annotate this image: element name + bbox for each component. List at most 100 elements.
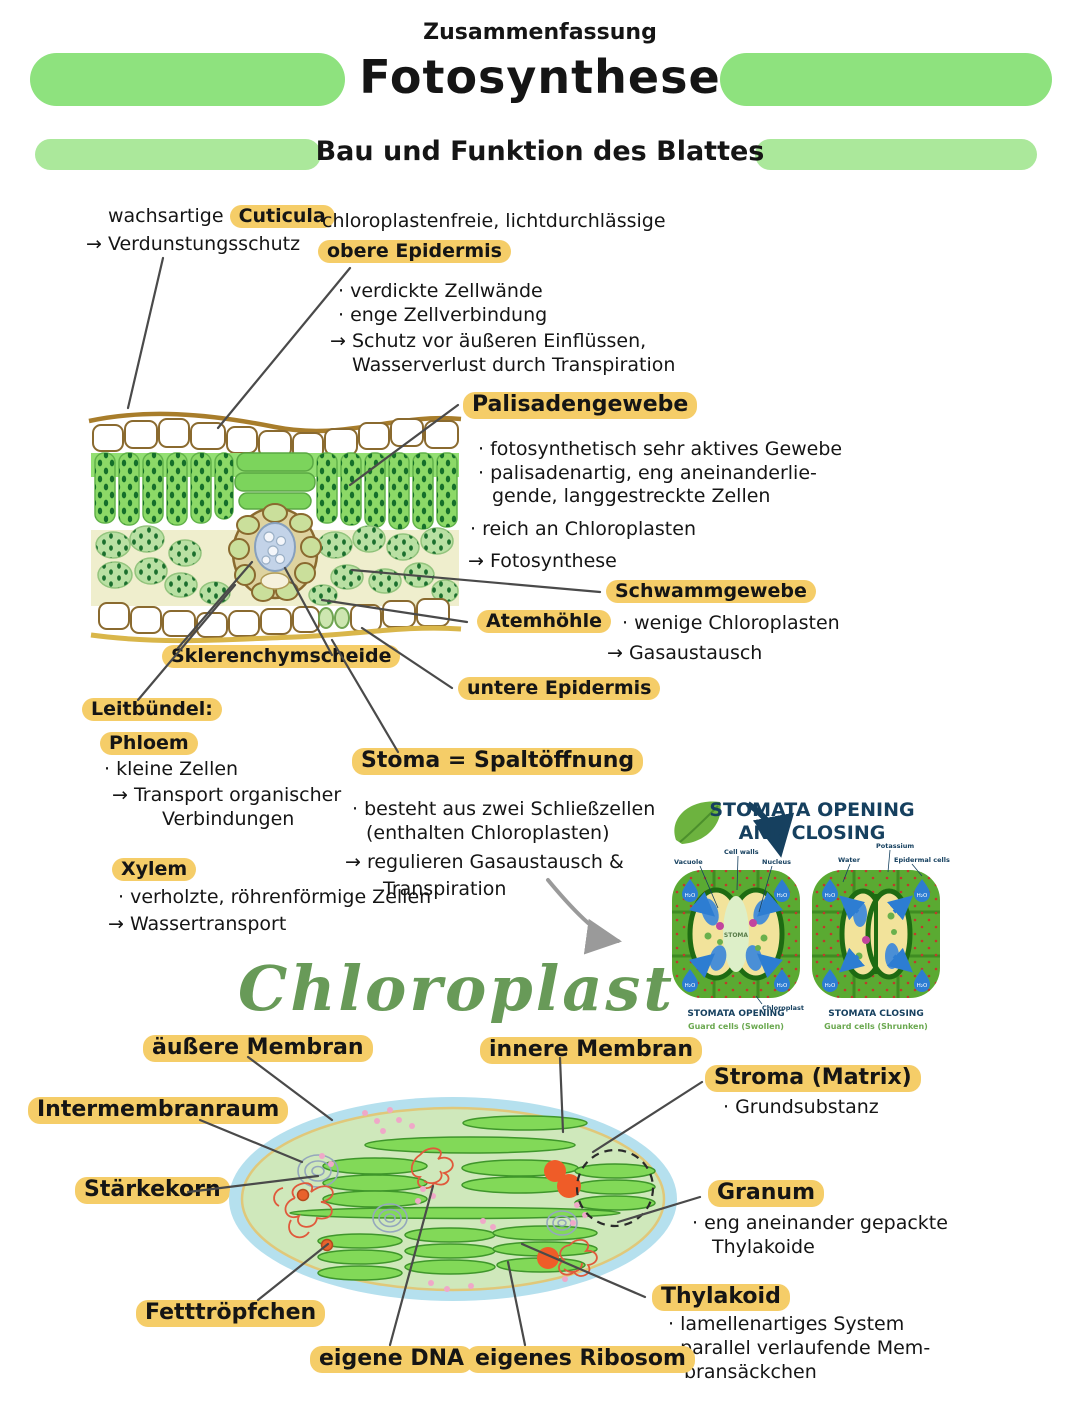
section-title: Bau und Funktion des Blattes bbox=[315, 136, 765, 167]
page-kicker: Zusammenfassung bbox=[423, 20, 657, 45]
fetttroepfchen-wrap: Fetttröpfchen bbox=[136, 1300, 326, 1327]
obere-epidermis-label: obere Epidermis bbox=[318, 240, 511, 264]
stomata-open-cell: STOMA H₂O H₂O H₂O H₂O bbox=[672, 870, 800, 998]
granum-b2: Thylakoide bbox=[712, 1236, 815, 1258]
svg-text:H₂O: H₂O bbox=[825, 983, 836, 989]
schwamm-a1: → Gasaustausch bbox=[607, 642, 763, 664]
atemhoehle-label-wrap: Atemhöhle bbox=[477, 610, 611, 634]
granum-wrap: Granum bbox=[708, 1180, 825, 1207]
stroma-label-wrap: Stroma (Matrix) bbox=[705, 1065, 921, 1092]
nucleus-label: Nucleus bbox=[762, 858, 791, 866]
sklerenchymscheide-label: Sklerenchymscheide bbox=[162, 645, 401, 669]
potassium-label: Potassium bbox=[876, 842, 914, 850]
phloem-label-wrap: Phloem bbox=[100, 732, 198, 756]
staerkekorn-label: Stärkekorn bbox=[75, 1177, 230, 1204]
decor-pill-right bbox=[720, 53, 1052, 106]
caption-close-title: STOMATA CLOSING bbox=[828, 1009, 923, 1019]
xylem-a1: → Wassertransport bbox=[108, 913, 287, 935]
svg-text:H₂O: H₂O bbox=[685, 983, 696, 989]
innere-membran-wrap: innere Membran bbox=[480, 1037, 703, 1064]
thylakoid-label: Thylakoid bbox=[652, 1284, 790, 1311]
svg-text:H₂O: H₂O bbox=[917, 893, 928, 899]
stoma-label-wrap: Stoma = Spaltöffnung bbox=[352, 748, 644, 775]
atemhoehle-label: Atemhöhle bbox=[477, 610, 611, 634]
eigene-dna-wrap: eigene DNA bbox=[310, 1346, 474, 1373]
stomata-figure: STOMATA OPENING AND CLOSING STOMA H₂O H₂… bbox=[672, 799, 950, 1031]
svg-text:H₂O: H₂O bbox=[777, 983, 788, 989]
lipid-droplet-1 bbox=[296, 1188, 310, 1202]
obere-epidermis-b2: · enge Zellverbindung bbox=[338, 304, 548, 326]
lipid-droplet-2 bbox=[320, 1238, 334, 1252]
water-label: Water bbox=[838, 856, 861, 864]
aeussere-membran-wrap: äußere Membran bbox=[143, 1035, 373, 1062]
obere-epidermis-label-wrap: obere Epidermis bbox=[318, 240, 511, 264]
phloem-a1: → Transport organischer bbox=[112, 784, 342, 806]
svg-text:H₂O: H₂O bbox=[685, 893, 696, 899]
obere-epidermis-a1: → Schutz vor äußeren Einflüssen, bbox=[330, 330, 647, 352]
h2o-drops-open: H₂O H₂O H₂O H₂O bbox=[682, 879, 790, 992]
figure-part-labels: Vacuole Cell walls Nucleus Chloroplast W… bbox=[674, 842, 950, 1012]
stomata-closed-cell: H₂O H₂O H₂O H₂O bbox=[812, 870, 940, 998]
figure-title-line1: STOMATA OPENING bbox=[709, 799, 914, 821]
phloem-a2: Verbindungen bbox=[162, 808, 295, 830]
stoma-b2: (enthalten Chloroplasten) bbox=[366, 822, 610, 844]
innere-membran-label: innere Membran bbox=[480, 1037, 703, 1064]
phloem-label: Phloem bbox=[100, 732, 198, 756]
sklerenchymscheide-label-wrap: Sklerenchymscheide bbox=[162, 645, 401, 669]
stoma-center-label: STOMA bbox=[724, 932, 748, 939]
aeussere-membran-label: äußere Membran bbox=[143, 1035, 373, 1062]
decor-bar-left bbox=[35, 139, 321, 170]
stoma-label: Stoma = Spaltöffnung bbox=[352, 748, 644, 775]
stroma-b1: · Grundsubstanz bbox=[723, 1096, 879, 1118]
staerkekorn-wrap: Stärkekorn bbox=[75, 1177, 230, 1204]
phloem-area bbox=[260, 572, 290, 590]
chloroplast-label: Chloroplast bbox=[762, 1004, 804, 1012]
untere-epidermis-label-wrap: untere Epidermis bbox=[458, 677, 661, 701]
schwammgewebe-label-wrap: Schwammgewebe bbox=[606, 580, 816, 604]
cell-walls-label: Cell walls bbox=[724, 848, 759, 856]
caption-open-title: STOMATA OPENING bbox=[687, 1009, 784, 1019]
granum-highlight-circle bbox=[575, 1148, 655, 1228]
palisade-b3: gende, langgestreckte Zellen bbox=[492, 485, 771, 507]
decor-bar-right bbox=[755, 139, 1037, 170]
caption-close-sub: Guard cells (Shrunken) bbox=[824, 1022, 928, 1031]
h2o-drops-closed: H₂O H₂O H₂O H₂O bbox=[822, 879, 930, 992]
eigene-dna-label: eigene DNA bbox=[310, 1346, 474, 1373]
chloroplast-diagram bbox=[229, 1097, 677, 1301]
schwamm-b1: · wenige Chloroplasten bbox=[622, 612, 840, 634]
thylakoid-b1: · lamellenartiges System bbox=[668, 1313, 905, 1335]
leaf-icon bbox=[674, 801, 795, 858]
eigenes-ribosom-label: eigenes Ribosom bbox=[466, 1346, 695, 1373]
cuticula-note: wachsartige Cuticula bbox=[108, 205, 335, 229]
vacuole-label: Vacuole bbox=[674, 858, 703, 866]
page-title: Fotosynthese bbox=[359, 50, 721, 104]
untere-epidermis-label: untere Epidermis bbox=[458, 677, 661, 701]
leaf-cross-section-diagram bbox=[88, 411, 462, 644]
stoma-pore bbox=[318, 607, 350, 629]
xylem-b1: · verholzte, röhrenförmige Zellen bbox=[118, 886, 432, 908]
cuticula-pre: wachsartige bbox=[108, 205, 224, 227]
fetttroepfchen-label: Fetttröpfchen bbox=[136, 1300, 326, 1327]
xylem-label: Xylem bbox=[112, 858, 197, 882]
palisadengewebe-label-wrap: Palisadengewebe bbox=[463, 392, 698, 419]
obere-epidermis-b1: · verdickte Zellwände bbox=[338, 280, 543, 302]
decor-pill-left bbox=[30, 53, 345, 106]
granum-label: Granum bbox=[708, 1180, 825, 1207]
leitbuendel-label: Leitbündel: bbox=[82, 698, 222, 722]
phloem-b1: · kleine Zellen bbox=[104, 758, 239, 780]
caption-open-sub: Guard cells (Swollen) bbox=[688, 1022, 784, 1031]
palisadengewebe-label: Palisadengewebe bbox=[463, 392, 698, 419]
stroma-label: Stroma (Matrix) bbox=[705, 1065, 921, 1092]
palisade-b4: · reich an Chloroplasten bbox=[470, 518, 696, 540]
palisade-b1: · fotosynthetisch sehr aktives Gewebe bbox=[478, 438, 843, 460]
figure-captions: STOMATA OPENING Guard cells (Swollen) ST… bbox=[687, 1009, 927, 1031]
epidermal-cells-label: Epidermal cells bbox=[894, 856, 950, 864]
thylakoid-b3: bransäckchen bbox=[684, 1361, 817, 1383]
leitbuendel-label-wrap: Leitbündel: bbox=[82, 698, 222, 722]
cuticula-arrow-note: → Verdunstungsschutz bbox=[86, 233, 301, 255]
stoma-a1: → regulieren Gasaustausch & bbox=[345, 851, 624, 873]
xylem-label-wrap: Xylem bbox=[112, 858, 197, 882]
schwammgewebe-label: Schwammgewebe bbox=[606, 580, 816, 604]
curved-arrow-to-stomata-figure bbox=[546, 878, 622, 955]
cuticula-label: Cuticula bbox=[229, 205, 335, 229]
